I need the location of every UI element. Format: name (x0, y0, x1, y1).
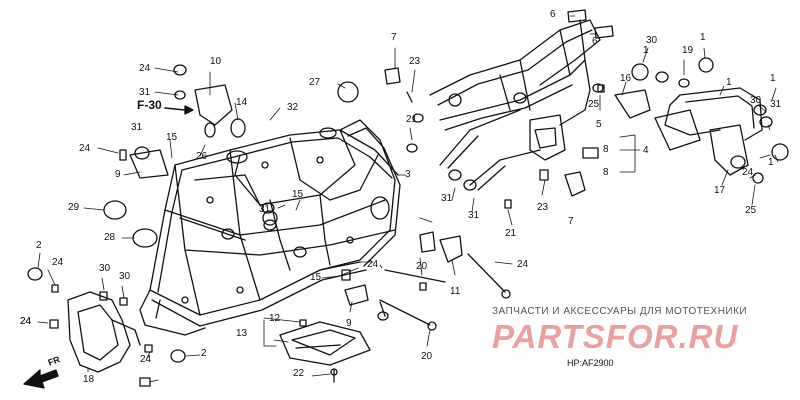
part-callout: 4 (643, 145, 649, 156)
part-callout: 21 (505, 228, 517, 239)
part-callout: 13 (236, 328, 248, 339)
part-callout: 31 (468, 210, 480, 221)
part-callout: 30 (750, 95, 762, 106)
main-frame (139, 119, 401, 336)
part-callout: 16 (620, 73, 632, 84)
part-callout: 9 (346, 318, 352, 329)
rear-pieces (567, 9, 614, 39)
part-callout: 32 (287, 102, 299, 113)
part-callout: 23 (537, 202, 549, 213)
part-callout: 10 (210, 56, 222, 67)
part-callout: 24 (367, 259, 379, 270)
part-callout: 23 (409, 56, 421, 67)
part-callout: 6 (550, 9, 556, 20)
part-callout: 24 (20, 316, 32, 327)
part-callout: 31 (441, 193, 453, 204)
part-callout: 14 (236, 97, 248, 108)
part-callout: 24 (139, 63, 151, 74)
part-callout: 9 (115, 169, 121, 180)
f30-arrow (164, 107, 186, 111)
part-callout: 2 (201, 348, 207, 359)
part-callout: 15 (166, 132, 178, 143)
part-callout: 22 (293, 368, 305, 379)
part-callout: 28 (104, 232, 116, 243)
part-callout: 1 (726, 77, 732, 88)
part-callout: 24 (79, 143, 91, 154)
part-callout: 15 (310, 272, 322, 283)
part-callout: 20 (416, 261, 428, 272)
part-callout: 5 (596, 119, 602, 130)
part-callout: 1 (700, 32, 706, 43)
part-callout: 1 (770, 73, 776, 84)
part-callout: 1 (643, 45, 649, 56)
part-callout: 6 (592, 36, 598, 47)
part-callout: 24 (517, 259, 529, 270)
part-callout: 26 (196, 151, 208, 162)
part-callout: 24 (140, 354, 152, 365)
part-callout: 18 (83, 374, 95, 385)
part-callout: 30 (99, 263, 111, 274)
part-callout: 3 (405, 169, 411, 180)
center-parts (337, 67, 511, 331)
rear-bracket (597, 57, 789, 184)
part-callout: 11 (450, 286, 461, 297)
part-callout: 31 (770, 99, 782, 110)
part-callout: 31 (259, 204, 271, 215)
left-brackets (27, 64, 277, 387)
part-callout: 1 (768, 157, 774, 168)
part-callout: 20 (421, 351, 433, 362)
front-arrow (23, 369, 59, 389)
front-guard (67, 291, 141, 373)
part-callout: 7 (391, 32, 397, 43)
leader-lines (37, 15, 779, 383)
f30-arrowhead (184, 105, 194, 115)
part-callout: 24 (20, 316, 32, 327)
watermark-text: ЗАПЧАСТИ И АКСЕССУАРЫ ДЛЯ МОТОТЕХНИКИ (492, 306, 748, 317)
part-callout: 21 (406, 114, 418, 125)
part-callout: 19 (682, 45, 694, 56)
part-callout: 8 (603, 167, 609, 178)
part-callout: 31 (131, 122, 143, 133)
skid-plate (279, 319, 371, 383)
part-callout: 17 (714, 185, 726, 196)
part-callout: 12 (269, 313, 281, 324)
part-callout: 30 (119, 271, 131, 282)
part-callout: 27 (309, 77, 321, 88)
section-reference: F-30 (137, 98, 162, 112)
part-callout: 7 (568, 216, 574, 227)
part-callout: 31 (139, 87, 151, 98)
rear-subframe (406, 19, 604, 209)
part-callout: 25 (588, 99, 600, 110)
part-callout: 8 (603, 144, 609, 155)
part-callout: 30 (646, 35, 658, 46)
part-callout: 24 (742, 167, 754, 178)
part-callout: 25 (745, 205, 757, 216)
part-callout: 15 (292, 189, 304, 200)
part-callout: 2 (36, 240, 42, 251)
part-callout: 24 (52, 257, 64, 268)
part-callout: 29 (68, 202, 80, 213)
partsfor-logo: PARTSFOR.RU (492, 318, 739, 355)
diagram-code: HP:AF2900 (567, 358, 614, 368)
